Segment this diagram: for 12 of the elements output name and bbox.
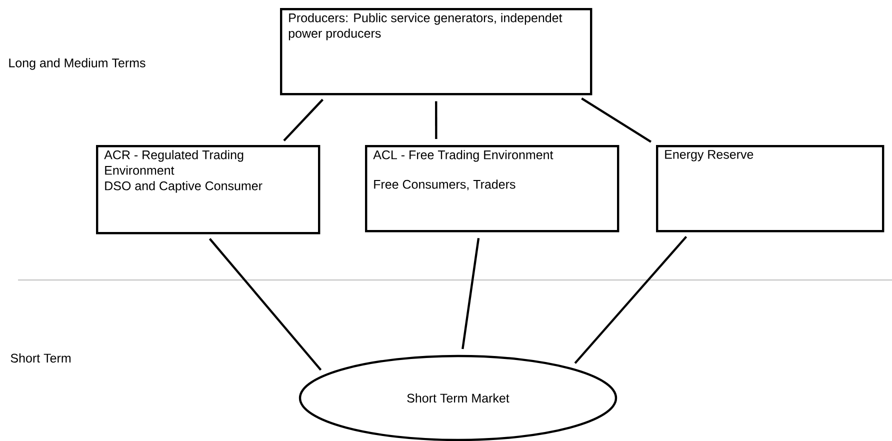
section-label: Short Term [10,353,70,363]
text-box: Producers: Public service generators, independet power producers [280,8,592,96]
section-label: Long and Medium Terms [9,58,146,70]
connector-line [462,238,480,350]
text-box: ACR - Regulated Trading Environment DSO and Captive Consumer [96,145,320,234]
connector-line [574,236,688,364]
connector-line [581,97,652,143]
text-box: ACL - Free Trading Environment Free Consumers, Traders [365,145,620,232]
connector-line [208,238,322,371]
text-box: Energy Reserve [656,145,884,232]
connector-line [283,98,324,142]
connector-line [435,101,438,139]
